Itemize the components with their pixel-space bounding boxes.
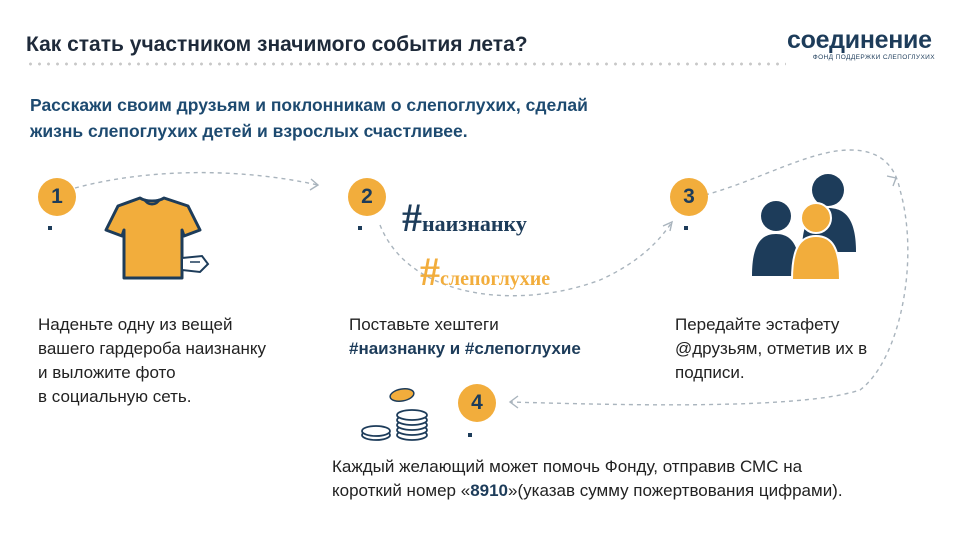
step-1-line: в социальную сеть. <box>38 387 192 406</box>
step-3-badge: 3 <box>670 178 708 216</box>
hash-symbol: # <box>420 249 440 294</box>
people-icon <box>752 174 856 280</box>
step-1-text: Наденьте одну из вещей вашего гардероба … <box>38 313 338 409</box>
step-4-marker <box>468 433 472 437</box>
step-4-line-2: короткий номер «8910»(указав сумму пожер… <box>332 479 952 503</box>
hashtag-naiznanku: #наизнанку <box>402 194 527 241</box>
step-2-line-1: Поставьте хештеги <box>349 315 499 334</box>
coins-icon <box>361 387 428 441</box>
step-4-line-2-start: короткий номер « <box>332 481 471 500</box>
step-1-badge: 1 <box>38 178 76 216</box>
step-1-marker <box>48 226 52 230</box>
hashtag-slepogluhie: #слепоглухие <box>420 248 550 295</box>
step-4-line-2-end: »(указав сумму пожертвования цифрами). <box>508 481 843 500</box>
step-1-line: вашего гардероба наизнанку <box>38 339 267 358</box>
sms-number: 8910 <box>470 481 509 500</box>
step-4-badge: 4 <box>458 384 496 422</box>
hashtag-word: слепоглухие <box>440 268 551 290</box>
logo-text: соединение <box>787 26 932 54</box>
intro-line-1: Расскажи своим друзьям и поклонникам о с… <box>30 95 588 115</box>
step-1-line: и выложите фото <box>38 363 176 382</box>
hashtag-word: наизнанку <box>422 211 527 236</box>
step-3-text: Передайте эстафету @друзьям, отметив их … <box>675 313 945 385</box>
tshirt-icon <box>104 196 210 280</box>
step-3-line: подписи. <box>675 363 745 382</box>
hash-symbol: # <box>402 195 422 240</box>
step-3-marker <box>684 226 688 230</box>
intro-text: Расскажи своим друзьям и поклонникам о с… <box>30 92 730 144</box>
page-title: Как стать участником значимого события л… <box>26 33 528 56</box>
logo-subtitle: ФОНД ПОДДЕРЖКИ СЛЕПОГЛУХИХ <box>812 54 935 61</box>
step-4-text: Каждый желающий может помочь Фонду, отпр… <box>332 455 952 503</box>
step-1-line: Наденьте одну из вещей <box>38 315 233 334</box>
step-2-badge: 2 <box>348 178 386 216</box>
step-4-line-1: Каждый желающий может помочь Фонду, отпр… <box>332 457 803 476</box>
intro-line-2: жизнь слепоглухих детей и взрослых счаст… <box>30 121 468 141</box>
logo: соединение ФОНД ПОДДЕРЖКИ СЛЕПОГЛУХИХ <box>787 26 939 62</box>
step-2-marker <box>358 226 362 230</box>
step-2-text: Поставьте хештеги #наизнанку и #слепоглу… <box>349 313 649 361</box>
step-3-line: @друзьям, отметив их в <box>675 339 868 358</box>
dotted-divider <box>26 62 786 66</box>
step-3-line: Передайте эстафету <box>675 315 840 334</box>
step-2-line-2: #наизнанку и #слепоглухие <box>349 339 581 358</box>
